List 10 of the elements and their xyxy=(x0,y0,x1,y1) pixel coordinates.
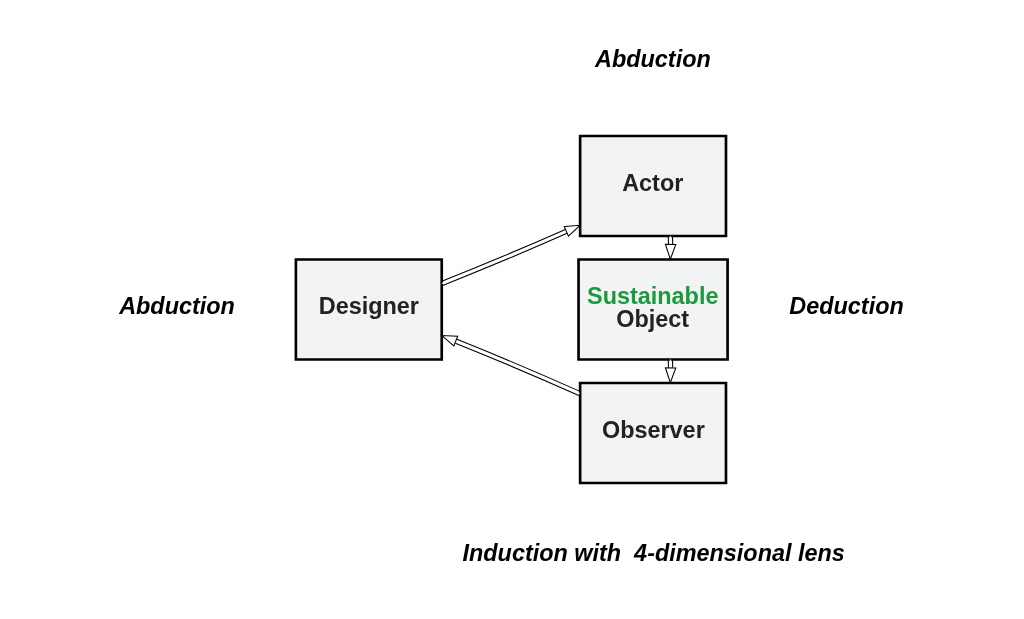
node-box: Designer xyxy=(294,258,444,361)
node-box: Actor xyxy=(578,134,728,238)
node-label: Abduction xyxy=(595,46,711,73)
node-label: Induction with 4-dimensional lens xyxy=(462,540,845,567)
node-label: Deduction xyxy=(789,293,904,320)
node-label: Abduction xyxy=(119,293,235,320)
node-box: Sustainable Object xyxy=(577,258,729,361)
arrow xyxy=(440,334,582,397)
node-box: Observer xyxy=(578,381,728,485)
arrow xyxy=(440,224,582,286)
